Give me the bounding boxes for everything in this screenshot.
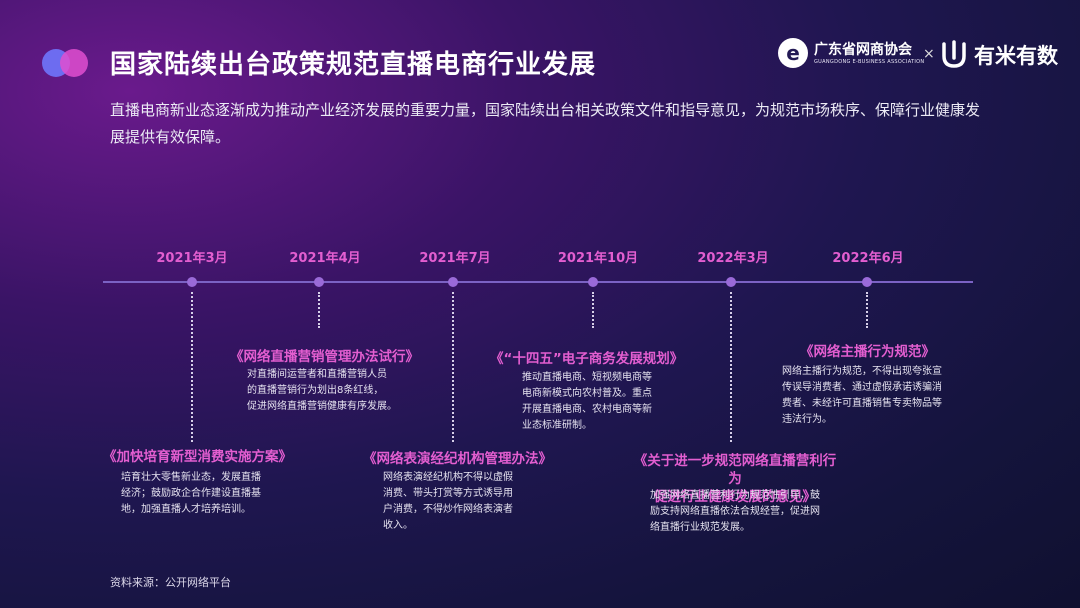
title-decoration xyxy=(42,48,92,78)
timeline-date: 2022年3月 xyxy=(697,251,769,266)
timeline-date: 2021年7月 xyxy=(419,251,491,266)
connector-line xyxy=(452,292,454,442)
policy-desc: 网络表演经纪机构不得以虚假 消费、带头打赏等方式诱导用 户消费，不得炒作网络表演… xyxy=(383,472,513,531)
circle-icon xyxy=(60,49,88,77)
timeline-node xyxy=(726,277,736,287)
timeline-node xyxy=(314,277,324,287)
timeline-date: 2022年6月 xyxy=(832,251,904,266)
association-logo-icon: e xyxy=(778,38,808,68)
connector-line xyxy=(191,292,193,442)
logo-group: e 广东省网商协会 GUANGDONG E-BUSINESS ASSOCIATI… xyxy=(778,36,1058,72)
policy-title: 《网络主播行为规范》 xyxy=(800,344,935,360)
connector-line xyxy=(592,292,594,328)
policy-desc: 加强网络直播营利行为规范性引导，鼓 励支持网络直播依法合规经营，促进网 络直播行… xyxy=(650,490,820,533)
timeline-date: 2021年10月 xyxy=(557,251,639,266)
timeline-node xyxy=(187,277,197,287)
timeline-date: 2021年4月 xyxy=(289,251,361,266)
policy-title: 《网络表演经纪机构管理办法》 xyxy=(363,451,552,467)
timeline-node xyxy=(862,277,872,287)
association-subname: GUANGDONG E-BUSINESS ASSOCIATION xyxy=(814,59,925,65)
policy-desc: 推动直播电商、短视频电商等 电商新模式向农村普及。重点 开展直播电商、农村电商等… xyxy=(522,372,652,431)
connector-line xyxy=(318,292,320,328)
association-name: 广东省网商协会 xyxy=(814,42,912,58)
intro-text: 直播电商新业态逐渐成为推动产业经济发展的重要力量，国家陆续出台相关政策文件和指导… xyxy=(110,101,981,146)
timeline-axis xyxy=(103,281,973,283)
policy-title: 《关于进一步规范网络直播营利行为 促进行业健康发展的意见》 xyxy=(633,453,837,505)
logo-separator: × xyxy=(923,46,935,62)
policy-desc: 培育壮大零售新业态，发展直播 经济；鼓励政企合作建设直播基 地，加强直播人才培养… xyxy=(121,472,261,515)
policy-title: 《网络直播营销管理办法试行》 xyxy=(230,349,419,365)
source-note: 资料来源：公开网络平台 xyxy=(110,576,231,589)
youmi-logo-icon xyxy=(942,40,966,68)
timeline-node xyxy=(448,277,458,287)
page-title: 国家陆续出台政策规范直播电商行业发展 xyxy=(110,50,597,80)
partner-name: 有米有数 xyxy=(974,44,1058,68)
policy-title: 《加快培育新型消费实施方案》 xyxy=(103,449,292,465)
policy-desc: 对直播间运营者和直播营销人员 的直播营销行为划出8条红线， 促进网络直播营销健康… xyxy=(247,369,397,412)
connector-line xyxy=(730,292,732,442)
timeline-date: 2021年3月 xyxy=(156,251,228,266)
timeline-node xyxy=(588,277,598,287)
policy-desc: 网络主播行为规范，不得出现夸张宣 传误导消费者、通过虚假承诺诱骗消 费者、未经许… xyxy=(782,366,942,425)
policy-title: 《“十四五”电子商务发展规划》 xyxy=(490,351,684,367)
connector-line xyxy=(866,292,868,328)
